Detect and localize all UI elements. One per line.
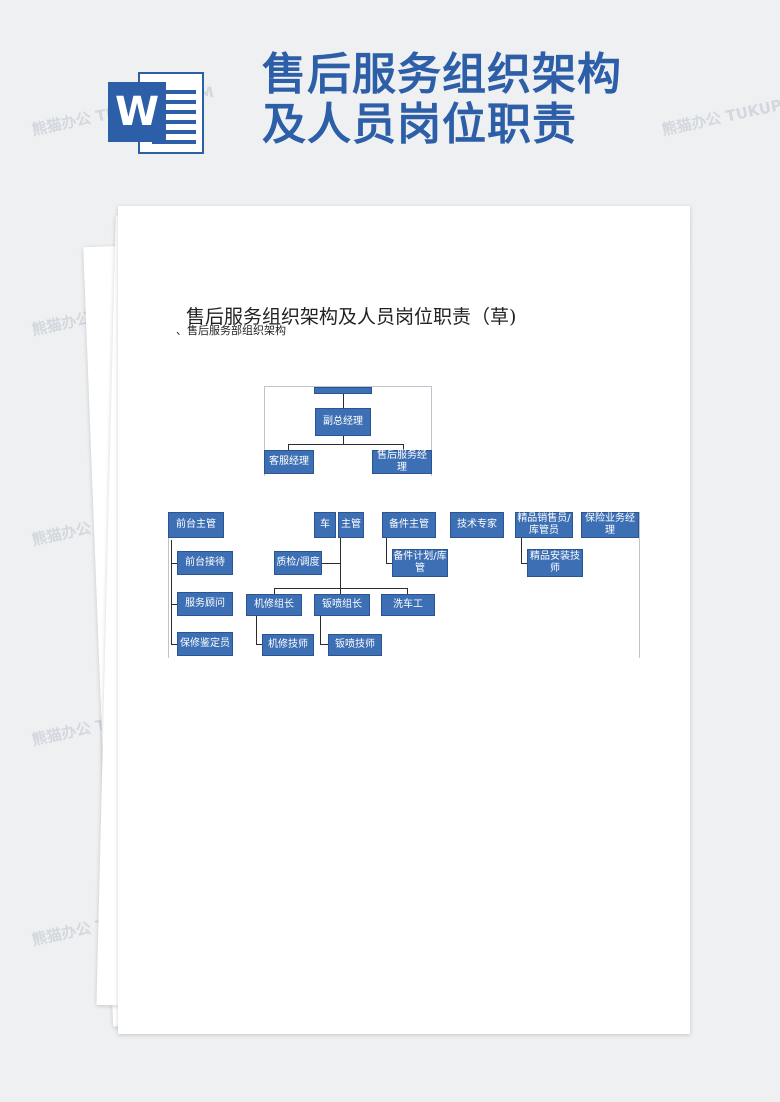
org-node-bodywork-tech: 钣喷技师 — [328, 634, 382, 656]
org-node-parts-planner: 备件计划/库管 — [392, 549, 448, 577]
document-subtitle: 、售后服务部组织架构 — [176, 324, 286, 337]
document-title: 售后服务组织架构及人员岗位职责（草) — [186, 306, 517, 328]
org-node-mechanic: 机修技师 — [262, 634, 314, 656]
org-node-service-advisor: 服务顾问 — [177, 592, 233, 616]
org-node-workshop-supervisor-b: 主管 — [338, 512, 364, 538]
page-title: 售后服务组织架构 及人员岗位职责 — [262, 49, 622, 150]
org-node-parts-supervisor: 备件主管 — [382, 512, 436, 538]
org-node-workshop-supervisor-a: 车 — [314, 512, 336, 538]
document-page — [118, 206, 690, 1034]
org-node-technical-expert: 技术专家 — [450, 512, 504, 538]
org-node-car-washer: 洗车工 — [381, 594, 435, 616]
org-node-boutique-installer: 精品安装技师 — [527, 549, 583, 577]
word-document-icon: W — [108, 66, 206, 158]
org-node-front-desk-supervisor: 前台主管 — [168, 512, 224, 538]
org-node-boutique-sales: 精品销售员/库管员 — [515, 512, 573, 538]
org-node-insurance-manager: 保险业务经理 — [581, 512, 639, 538]
org-node-after-sales-manager: 售后服务经理 — [372, 450, 432, 474]
org-node-deputy-gm: 副总经理 — [315, 408, 371, 436]
org-node-warranty-appraiser: 保修鉴定员 — [177, 632, 233, 656]
org-node-customer-service-manager: 客服经理 — [264, 450, 314, 474]
org-node-qc-dispatch: 质检/调度 — [274, 551, 322, 575]
org-node-mechanic-leader: 机修组长 — [246, 594, 302, 616]
org-node-top — [314, 387, 372, 394]
org-node-bodywork-leader: 钣喷组长 — [314, 594, 370, 616]
org-node-reception: 前台接待 — [177, 551, 233, 575]
